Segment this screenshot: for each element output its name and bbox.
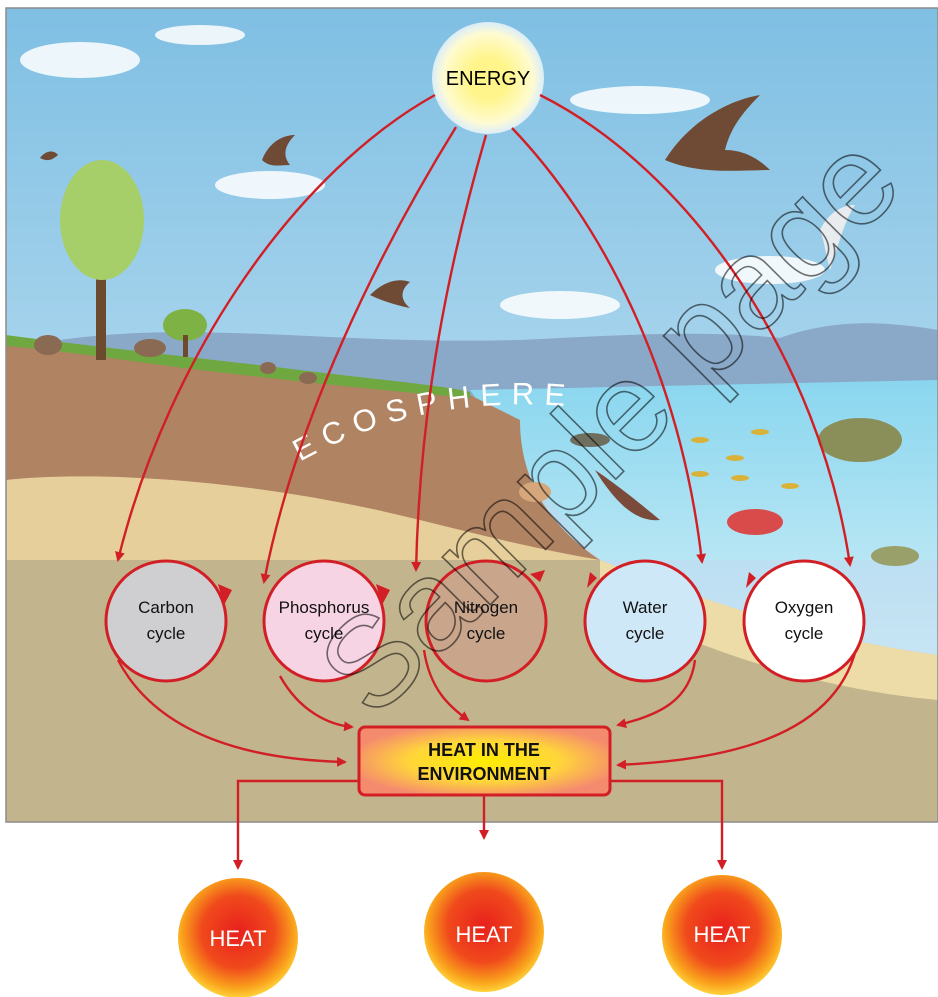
energy-to-phosphorus-arrow	[260, 126, 458, 584]
water-cycle-arrowhead	[587, 572, 597, 588]
water-cycle-node: Water cycle	[583, 559, 707, 683]
heat-ball-center-label: HEAT	[455, 922, 512, 947]
carbon-to-heat-arrow	[116, 659, 347, 767]
energy-arrows	[115, 93, 854, 584]
oxygen-to-heat-arrow	[616, 639, 860, 770]
sand-layer	[6, 476, 600, 560]
heat-ball-left: HEAT	[178, 878, 298, 997]
oxygen-cycle-node: Oxygen cycle	[742, 559, 866, 683]
gull	[820, 205, 855, 270]
nitrogen-cycle-line2: cycle	[467, 624, 506, 643]
phosphorus-to-heat-arrow	[278, 675, 354, 732]
energy-to-carbon-arrow	[115, 93, 436, 562]
scene-frame	[5, 7, 938, 823]
nitrogen-cycle-arrowhead	[530, 570, 545, 582]
heat-ball-right: HEAT	[662, 875, 782, 995]
heat-environment-line1: HEAT IN THE	[428, 740, 540, 760]
carbon-cycle-line1: Carbon	[138, 598, 194, 617]
carbon-cycle-line2: cycle	[147, 624, 186, 643]
nitrogen-cycle-line1: Nitrogen	[454, 598, 518, 617]
sea-creatures	[519, 418, 919, 566]
oxygen-cycle-arrowhead	[746, 572, 756, 588]
phosphorus-cycle-line2: cycle	[305, 624, 344, 643]
oxygen-cycle-line1: Oxygen	[775, 598, 834, 617]
heat-ball-left-label: HEAT	[209, 926, 266, 951]
heat-balls: HEAT HEAT HEAT	[178, 872, 782, 997]
water-cycle-line2: cycle	[626, 624, 665, 643]
energy-sun: ENERGY	[432, 22, 544, 134]
phosphorus-cycle-node: Phosphorus cycle	[262, 559, 390, 683]
water-cycle-line1: Water	[623, 598, 668, 617]
sea	[470, 380, 938, 560]
water-to-heat-arrow	[616, 659, 697, 729]
cycle-nodes: Carbon cycle Phosphorus cycle Nitrogen c…	[104, 559, 866, 683]
animals	[34, 335, 317, 384]
cycle-to-heat-arrows	[116, 639, 860, 770]
carbon-cycle-arrowhead	[218, 584, 232, 605]
heat-environment-box: HEAT IN THE ENVIRONMENT	[357, 725, 612, 797]
energy-label: ENERGY	[446, 68, 530, 90]
nitrogen-cycle-node: Nitrogen cycle	[424, 559, 548, 683]
phosphorus-cycle-circle	[262, 559, 386, 683]
carbon-cycle-circle	[104, 559, 228, 683]
heat-right-arrow	[610, 779, 727, 870]
grass	[6, 335, 470, 398]
carbon-cycle-node: Carbon cycle	[104, 559, 232, 683]
oxygen-cycle-line2: cycle	[785, 624, 824, 643]
oxygen-cycle-circle	[742, 559, 866, 683]
nitrogen-to-heat-arrow	[422, 649, 470, 722]
birds	[40, 95, 770, 308]
heat-ball-right-label: HEAT	[693, 922, 750, 947]
heat-environment-line2: ENVIRONMENT	[417, 764, 550, 784]
phosphorus-cycle-arrowhead	[376, 584, 390, 605]
heat-left-arrow	[233, 779, 359, 870]
tree	[60, 160, 207, 360]
energy-to-nitrogen-arrow	[411, 134, 488, 572]
energy-to-water-arrow	[511, 127, 707, 564]
water-cycle-circle	[583, 559, 707, 683]
clouds	[20, 25, 825, 319]
phosphorus-cycle-line1: Phosphorus	[279, 598, 370, 617]
heat-ball-center: HEAT	[424, 872, 544, 992]
energy-to-oxygen-arrow	[539, 93, 854, 567]
heat-output-arrows	[233, 779, 727, 870]
nitrogen-cycle-circle	[424, 559, 548, 683]
